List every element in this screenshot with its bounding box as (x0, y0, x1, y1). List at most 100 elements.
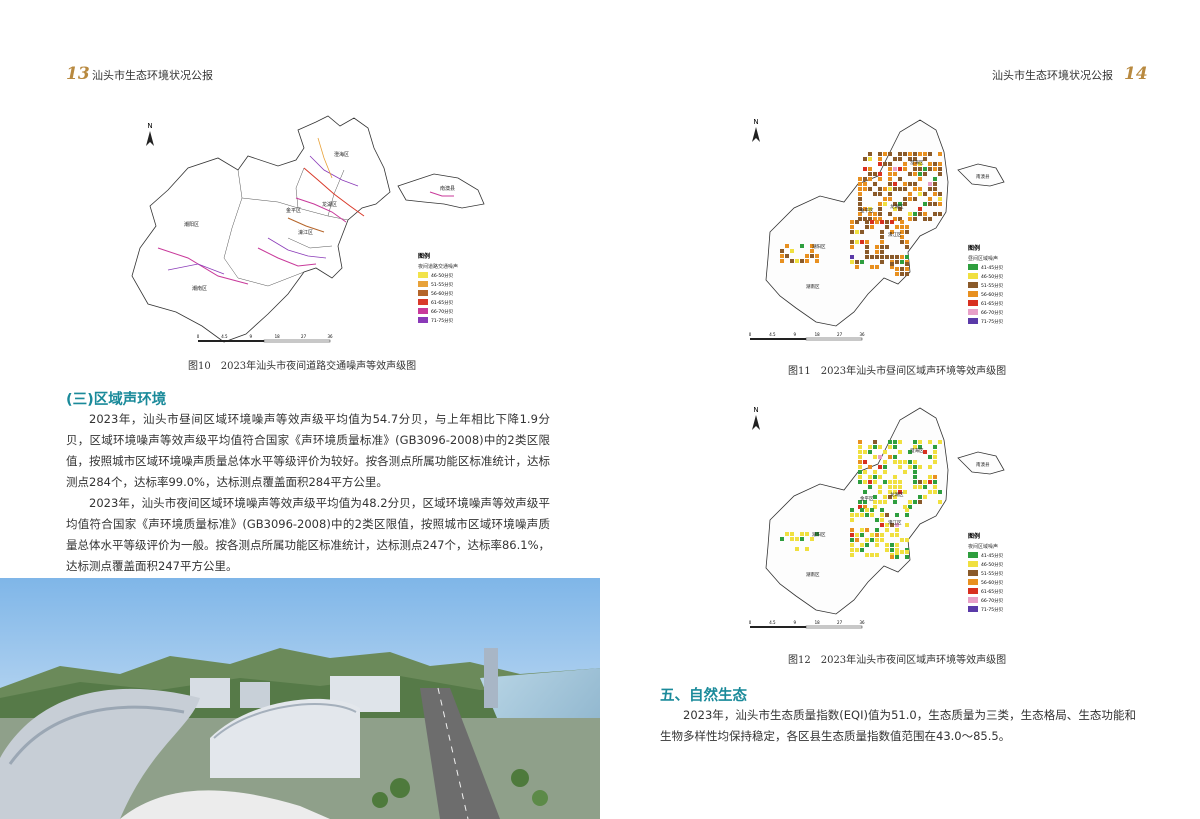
noise-grid-cell (873, 182, 877, 186)
noise-grid-cell (785, 244, 789, 248)
noise-grid-cell (893, 202, 897, 206)
noise-grid-cell (893, 217, 897, 221)
svg-text:南澳县: 南澳县 (976, 173, 990, 180)
noise-grid-cell (905, 245, 909, 249)
noise-grid-cell (933, 187, 937, 191)
noise-grid-cell (883, 460, 887, 464)
noise-grid-cell (858, 177, 862, 181)
noise-grid-cell (870, 538, 874, 542)
noise-grid-cell (883, 197, 887, 201)
noise-grid-cell (850, 245, 854, 249)
noise-grid-cell (905, 272, 909, 276)
noise-grid-cell (873, 172, 877, 176)
noise-grid-cell (918, 207, 922, 211)
noise-grid-cell (908, 197, 912, 201)
north-arrow-icon: N (752, 406, 760, 430)
noise-grid-cell (875, 528, 879, 532)
noise-grid-cell (893, 485, 897, 489)
noise-grid-cell (883, 450, 887, 454)
noise-grid-cell (868, 187, 872, 191)
noise-grid-cell (928, 217, 932, 221)
noise-grid-cell (888, 152, 892, 156)
legend-swatch (968, 561, 978, 567)
noise-grid-cell (913, 440, 917, 444)
scale-label: 27 (837, 620, 843, 625)
noise-grid-cell (898, 207, 902, 211)
noise-grid-cell (900, 255, 904, 259)
section-heading: (三)区域声环境 (66, 392, 167, 408)
noise-grid-cell (785, 532, 789, 536)
noise-grid-cell (923, 172, 927, 176)
svg-text:濠江区: 濠江区 (888, 519, 902, 526)
svg-text:N: N (147, 122, 152, 130)
noise-grid-cell (893, 172, 897, 176)
noise-grid-cell (873, 505, 877, 509)
noise-grid-cell (888, 182, 892, 186)
noise-grid-cell (875, 220, 879, 224)
noise-grid-cell (880, 255, 884, 259)
noise-grid-cell (873, 445, 877, 449)
district-label: 潮阳区 (184, 221, 199, 228)
noise-grid-cell (850, 533, 854, 537)
noise-grid-cell (928, 197, 932, 201)
running-title: 汕头市生态环境状况公报 (92, 69, 213, 82)
noise-grid-cell (890, 262, 894, 266)
noise-grid-cell (923, 152, 927, 156)
svg-text:澄海区: 澄海区 (910, 447, 924, 454)
noise-grid-cell (850, 220, 854, 224)
noise-grid-cell (878, 172, 882, 176)
noise-grid-cell (938, 202, 942, 206)
noise-grid-cell (893, 445, 897, 449)
noise-grid-cell (913, 445, 917, 449)
svg-text:图例: 图例 (968, 244, 980, 252)
noise-grid-cell (875, 245, 879, 249)
noise-grid-cell (880, 240, 884, 244)
noise-grid-cell (850, 255, 854, 259)
noise-grid-cell (888, 480, 892, 484)
noise-grid-cell (913, 212, 917, 216)
noise-grid-cell (918, 445, 922, 449)
noise-grid-cell (895, 272, 899, 276)
map-day-area-noise: N 澄海区 南澳县 金平区 龙湖区 濠江区 潮阳区 潮南区 图例 昼间区域噪声 … (749, 118, 1005, 341)
svg-text:图例: 图例 (418, 252, 430, 260)
noise-grid-cell (905, 240, 909, 244)
legend-label: 56-60分贝 (981, 291, 1004, 298)
noise-grid-cell (860, 543, 864, 547)
svg-text:潮阳区: 潮阳区 (812, 243, 826, 250)
noise-grid-cell (805, 254, 809, 258)
svg-text:濠江区: 濠江区 (888, 231, 902, 238)
svg-text:澄海区: 澄海区 (910, 159, 924, 166)
noise-grid-cell (898, 152, 902, 156)
noise-grid-cell (898, 460, 902, 464)
noise-grid-cell (855, 230, 859, 234)
noise-grid-cell (893, 167, 897, 171)
noise-grid-cell (918, 172, 922, 176)
noise-grid-cell (868, 445, 872, 449)
legend-label: 66-70分贝 (981, 597, 1004, 604)
noise-grid-cell (855, 533, 859, 537)
legend-label: 71-75分贝 (981, 606, 1004, 613)
noise-grid-cell (795, 259, 799, 263)
left-page: 13 汕头市生态环境状况公报 N 潮阳区 潮南区 金平区 龙湖区 (0, 64, 600, 819)
noise-grid-cell (898, 187, 902, 191)
noise-grid-cell (878, 157, 882, 161)
scale-label: 27 (837, 332, 843, 337)
noise-grid-cell (850, 553, 854, 557)
noise-grid-cell (800, 259, 804, 263)
noise-grid-cell (918, 440, 922, 444)
noise-grid-cell (858, 182, 862, 186)
noise-grid-cell (858, 475, 862, 479)
noise-grid-cell (888, 440, 892, 444)
noise-grid-cell (928, 475, 932, 479)
legend-label: 66-70分贝 (981, 309, 1004, 316)
legend-label: 56-60分贝 (431, 290, 454, 297)
noise-grid-cell (913, 500, 917, 504)
noise-grid-cell (850, 260, 854, 264)
noise-grid-cell (913, 152, 917, 156)
noise-grid-cell (913, 475, 917, 479)
noise-grid-cell (875, 518, 879, 522)
noise-grid-cell (918, 187, 922, 191)
svg-text:潮阳区: 潮阳区 (812, 531, 826, 538)
noise-grid-cell (895, 267, 899, 271)
noise-grid-cell (873, 475, 877, 479)
